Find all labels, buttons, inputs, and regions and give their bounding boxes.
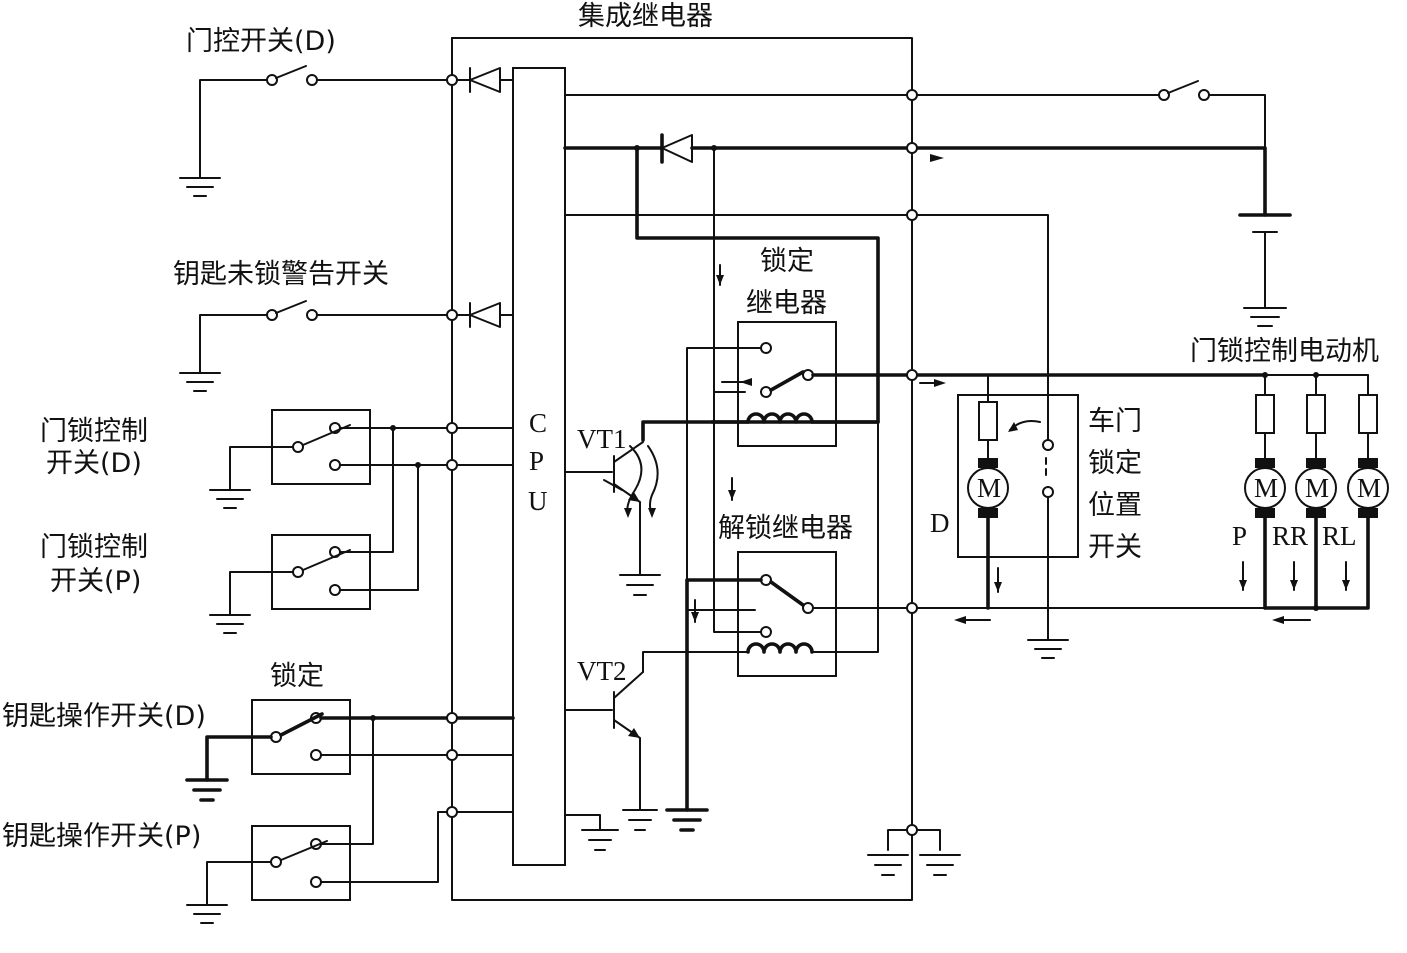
cpu-label-u: U (528, 486, 548, 516)
motor-rl-label: RL (1322, 521, 1357, 551)
door-lock-switch-d-label-1: 门锁控制 (40, 416, 148, 447)
key-switch-p-label: 钥匙操作开关(P) (2, 821, 201, 852)
lock-relay (641, 321, 1267, 611)
unlock-relay-coil-icon (746, 642, 814, 654)
vt1-label: VT1 (577, 424, 627, 454)
door-pos-switch-label-1: 车门 (1088, 406, 1142, 437)
door-lock-switch-d-label-2: 开关(D) (46, 448, 142, 479)
door-lock-switch-p (209, 427, 419, 634)
cpu-label-p: P (529, 446, 544, 476)
door-pos-switch-label-2: 锁定 (1088, 448, 1142, 479)
ground-symbol-key-switch-p (186, 904, 228, 924)
lock-relay-label-2: 继电器 (746, 288, 827, 319)
door-pos-switch-label-3: 位置 (1088, 490, 1142, 521)
door-lock-switch-p-label-1: 门锁控制 (40, 532, 148, 563)
door-control-switch (179, 65, 453, 197)
diode-icon-door-switch (451, 67, 514, 93)
door-lock-switch-d (209, 409, 514, 509)
battery-icon (1238, 213, 1292, 327)
ground-symbol-lock-switch-p (209, 614, 251, 634)
unlock-relay (642, 391, 1266, 812)
lock-relay-coil-icon (746, 412, 814, 424)
key-switch-d-label: 钥匙操作开关(D) (2, 701, 206, 732)
diode-icon-warning-switch (451, 302, 514, 328)
lock-relay-label-1: 锁定 (760, 246, 814, 277)
motor-rr-label: RR (1272, 521, 1308, 551)
wire-door-position-sense (564, 214, 1049, 441)
unlock-relay-label: 解锁继电器 (718, 513, 853, 544)
vt2-label: VT2 (577, 656, 627, 686)
key-unlock-warning-switch-label: 钥匙未锁警告开关 (173, 259, 389, 290)
motor-rr-symbol: M (1305, 473, 1329, 503)
motor-p-label: P (1232, 521, 1247, 551)
integrated-relay-title: 集成继电器 (578, 1, 713, 32)
key-switch-p (186, 717, 514, 924)
motor-p-symbol: M (1254, 473, 1278, 503)
vt2-transistor-icon (564, 671, 658, 831)
door-pos-switch-label-4: 开关 (1088, 532, 1142, 563)
motor-rl-symbol: M (1357, 473, 1381, 503)
vt1-transistor-icon (564, 441, 661, 596)
door-lock-motor-title: 门锁控制电动机 (1190, 336, 1379, 367)
ground-symbol-lock-switch-d (209, 489, 251, 509)
door-motors-group (1244, 374, 1389, 610)
ground-symbol-unlock (665, 808, 709, 832)
ground-symbol-key-switch-d (185, 778, 229, 802)
integrated-relay-frame (451, 37, 913, 901)
ground-symbol-warning-switch (179, 372, 221, 392)
door-lock-switch-p-label-2: 开关(P) (50, 566, 141, 597)
key-switch-d (185, 699, 515, 802)
ground-symbol-door-switch (179, 177, 221, 197)
diode-icon-power (660, 133, 693, 164)
lock-position-label: 锁定 (270, 661, 324, 692)
ground-symbol-frame (867, 829, 961, 876)
motor-d-label: D (930, 508, 950, 538)
key-unlock-warning-switch (179, 300, 453, 392)
ground-symbol-cpu (564, 814, 619, 851)
cpu-label-c: C (529, 408, 547, 438)
door-motor-d-assembly (957, 374, 1079, 659)
cpu-block (512, 67, 566, 866)
motor-d-symbol: M (977, 473, 1001, 503)
door-control-switch-label: 门控开关(D) (186, 26, 336, 57)
